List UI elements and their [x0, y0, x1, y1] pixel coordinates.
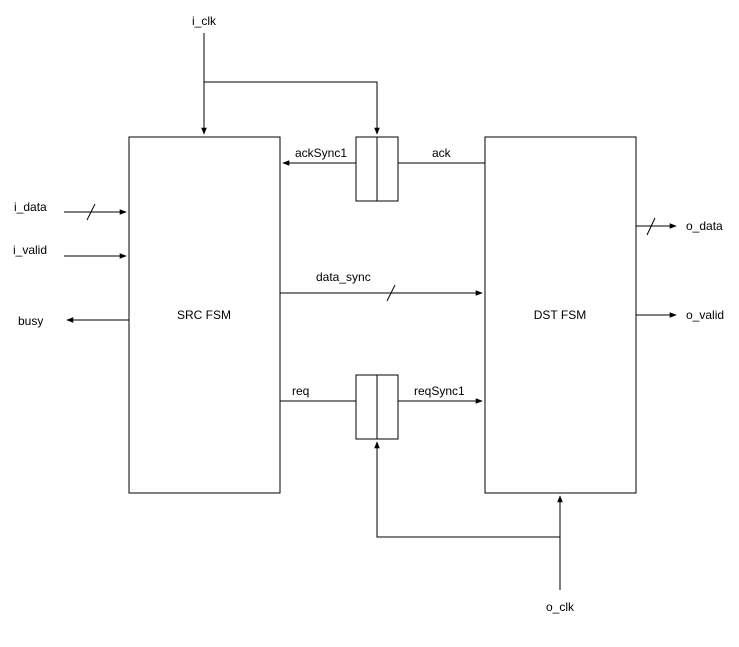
i-data-label: i_data — [14, 200, 47, 214]
o-data-label: o_data — [686, 219, 723, 233]
ack-sync-label: ackSync1 — [295, 146, 347, 160]
o-data-bus-tick — [646, 217, 656, 236]
i-data-bus-tick — [86, 203, 96, 221]
req-synchronizer — [355, 374, 399, 440]
req-sync-label: reqSync1 — [414, 384, 465, 398]
src-fsm-label: SRC FSM — [177, 308, 231, 322]
o-clk-label: o_clk — [546, 600, 575, 614]
i-valid-label: i_valid — [13, 243, 47, 257]
data-sync-label: data_sync — [316, 270, 371, 284]
src-fsm-block — [128, 136, 281, 494]
dst-fsm-label: DST FSM — [534, 308, 586, 322]
req-label: req — [292, 384, 309, 398]
i-clk-wire-sync — [204, 81, 380, 135]
ack-synchronizer — [355, 136, 399, 202]
data-sync-bus-tick — [386, 284, 396, 302]
busy-label: busy — [18, 314, 43, 328]
o-clk-wire-sync — [374, 441, 560, 538]
i-clk-label: i_clk — [192, 14, 217, 28]
o-valid-label: o_valid — [686, 308, 724, 322]
ack-label: ack — [432, 146, 452, 160]
dst-fsm-block — [484, 136, 637, 494]
